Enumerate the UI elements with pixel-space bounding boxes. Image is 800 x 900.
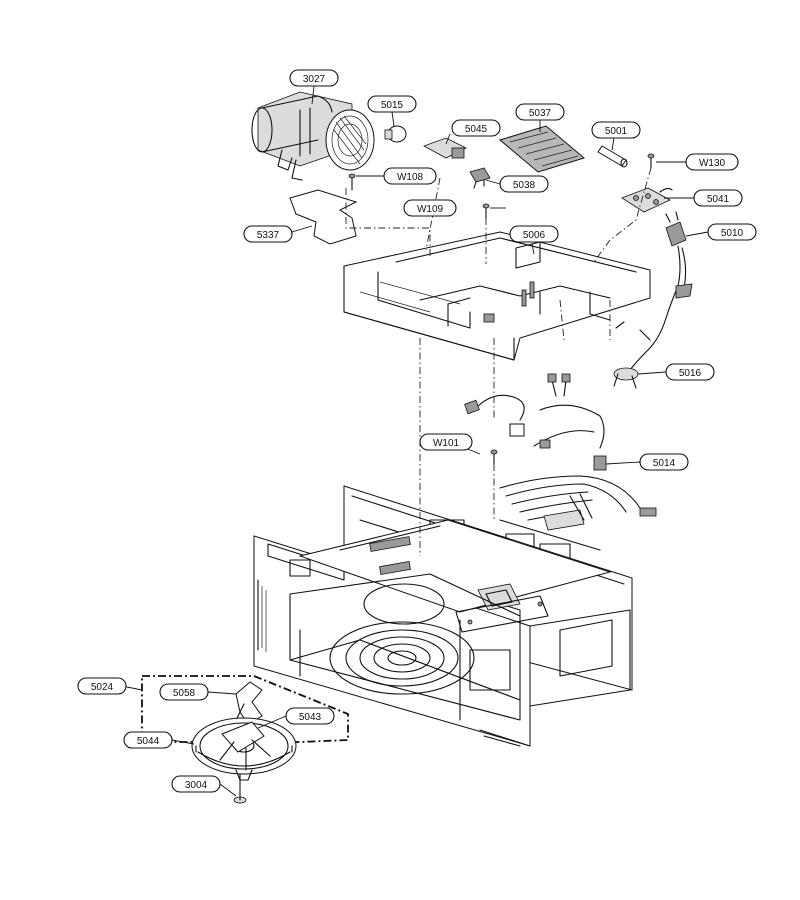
- callout-3004: 3004: [171, 775, 221, 793]
- callout-W108: W108: [383, 167, 437, 185]
- callout-5001: 5001: [591, 121, 641, 139]
- callout-label: W109: [417, 204, 444, 215]
- lamp-bulb: [384, 125, 407, 143]
- callout-label: 5037: [529, 108, 552, 119]
- screw-w130: [647, 153, 655, 169]
- callout-5041: 5041: [693, 189, 743, 207]
- callout-label: W130: [699, 158, 726, 169]
- lamp-socket: [423, 137, 467, 159]
- callout-5024: 5024: [77, 677, 127, 695]
- stirrer-screw: [233, 773, 247, 804]
- wire-harness: [464, 373, 657, 531]
- fuse-tube: [597, 145, 628, 168]
- callout-label: 5010: [721, 228, 744, 239]
- callout-label: 5006: [523, 230, 546, 241]
- callout-W109: W109: [403, 199, 457, 217]
- stirrer-blade: [235, 681, 263, 725]
- callout-5038: 5038: [499, 175, 549, 193]
- callout-5014: 5014: [639, 453, 689, 471]
- callout-5015: 5015: [367, 95, 417, 113]
- callout-label: 5041: [707, 194, 730, 205]
- callout-W101: W101: [419, 433, 473, 451]
- callout-label: 3004: [185, 780, 208, 791]
- callout-label: 5044: [137, 736, 160, 747]
- callout-label: 5038: [513, 180, 536, 191]
- callout-5058: 5058: [159, 683, 209, 701]
- base-plate: [343, 231, 651, 361]
- callout-label: 5016: [679, 368, 702, 379]
- callout-5044: 5044: [123, 731, 173, 749]
- callout-5006: 5006: [509, 225, 559, 243]
- callout-label: 5043: [299, 712, 322, 723]
- terminal-block: [621, 187, 673, 213]
- charcoal-filter: [498, 125, 586, 173]
- callout-5337: 5337: [243, 225, 293, 243]
- alignment-lines: [345, 167, 652, 556]
- callout-label: 5014: [653, 458, 676, 469]
- callout-5016: 5016: [665, 363, 715, 381]
- callout-5043: 5043: [285, 707, 335, 725]
- callout-5037: 5037: [515, 103, 565, 121]
- thermostat: [613, 367, 639, 389]
- stirrer-cover: [191, 717, 297, 781]
- screw-w101: [490, 449, 498, 465]
- power-cord: [615, 211, 693, 371]
- callout-label: 3027: [303, 74, 326, 85]
- callout-5045: 5045: [451, 119, 501, 137]
- callout-label: 5015: [381, 100, 404, 111]
- stirrer-group-outline: [141, 675, 349, 743]
- oven-cavity: [253, 485, 633, 747]
- door-switch: [469, 167, 491, 189]
- callout-label: 5024: [91, 682, 114, 693]
- callout-label: W108: [397, 172, 424, 183]
- callout-W130: W130: [685, 153, 739, 171]
- screw-w109: [482, 203, 490, 219]
- screw-w108: [348, 173, 356, 191]
- callout-label: 5001: [605, 126, 628, 137]
- callout-3027: 3027: [289, 69, 339, 87]
- callout-label: 5045: [465, 124, 488, 135]
- callout-label: 5337: [257, 230, 280, 241]
- callout-5010: 5010: [707, 223, 757, 241]
- callout-label: W101: [433, 438, 460, 449]
- callout-label: 5058: [173, 688, 196, 699]
- insulation-sheet: [289, 189, 358, 245]
- fan-motor-assembly: [251, 91, 375, 181]
